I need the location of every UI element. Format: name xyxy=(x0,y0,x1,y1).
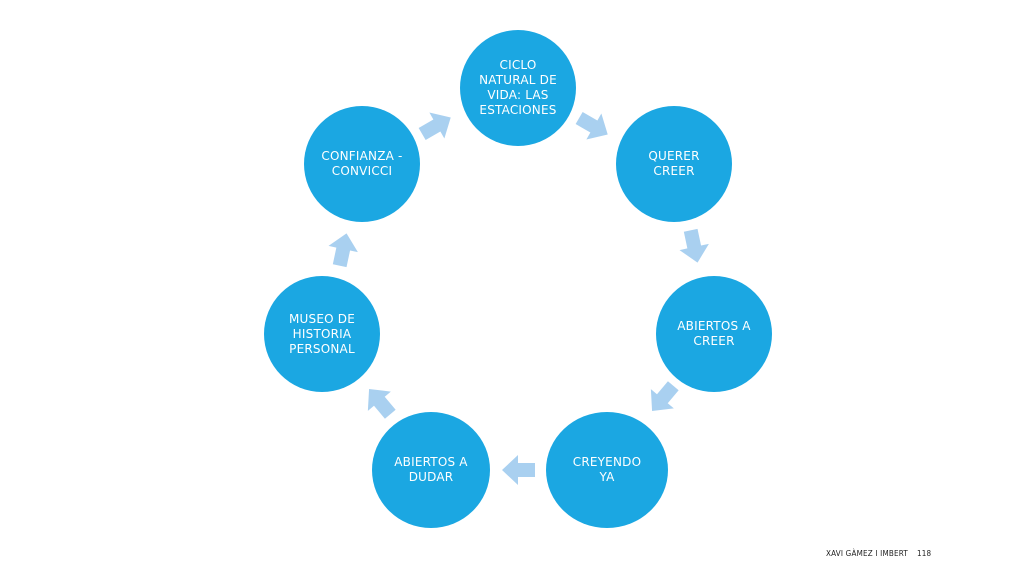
cycle-arrow xyxy=(679,228,709,263)
cycle-node-ciclo: CICLO NATURAL DE VIDA: LAS ESTACIONES xyxy=(460,30,576,146)
cycle-node-label: ABIERTOS A DUDAR xyxy=(394,455,468,484)
footer-author: XAVI GÀMEZ I IMBERT xyxy=(826,549,908,558)
cycle-arrow xyxy=(575,111,608,140)
cycle-node-abiertos-creer: ABIERTOS A CREER xyxy=(656,276,772,392)
cycle-arrow xyxy=(650,381,679,412)
cycle-node-confianza: CONFIANZA -CONVICCI xyxy=(304,106,420,222)
cycle-node-label: ABIERTOS A CREER xyxy=(677,319,751,348)
cycle-arrow xyxy=(328,233,358,268)
cycle-node-label: CONFIANZA -CONVICCI xyxy=(321,149,403,178)
cycle-node-abiertos-dudar: ABIERTOS A DUDAR xyxy=(372,412,490,528)
cycle-node-museo: MUSEO DE HISTORIA PERSONAL xyxy=(264,276,380,392)
cycle-node-label: CREYENDO YA xyxy=(572,455,642,484)
footer-page-number: 118 xyxy=(917,549,932,558)
cycle-arrow xyxy=(367,388,396,419)
cycle-node-label: MUSEO DE HISTORIA PERSONAL xyxy=(288,311,356,356)
cycle-node-querer: QUERER CREER xyxy=(616,106,732,222)
cycle-node-creyendo: CREYENDO YA xyxy=(546,412,668,528)
cycle-node-label: CICLO NATURAL DE VIDA: LAS ESTACIONES xyxy=(479,58,557,117)
cycle-arrow xyxy=(502,455,535,485)
cycle-arrow xyxy=(418,112,451,141)
cycle-node-label: QUERER CREER xyxy=(648,149,700,178)
